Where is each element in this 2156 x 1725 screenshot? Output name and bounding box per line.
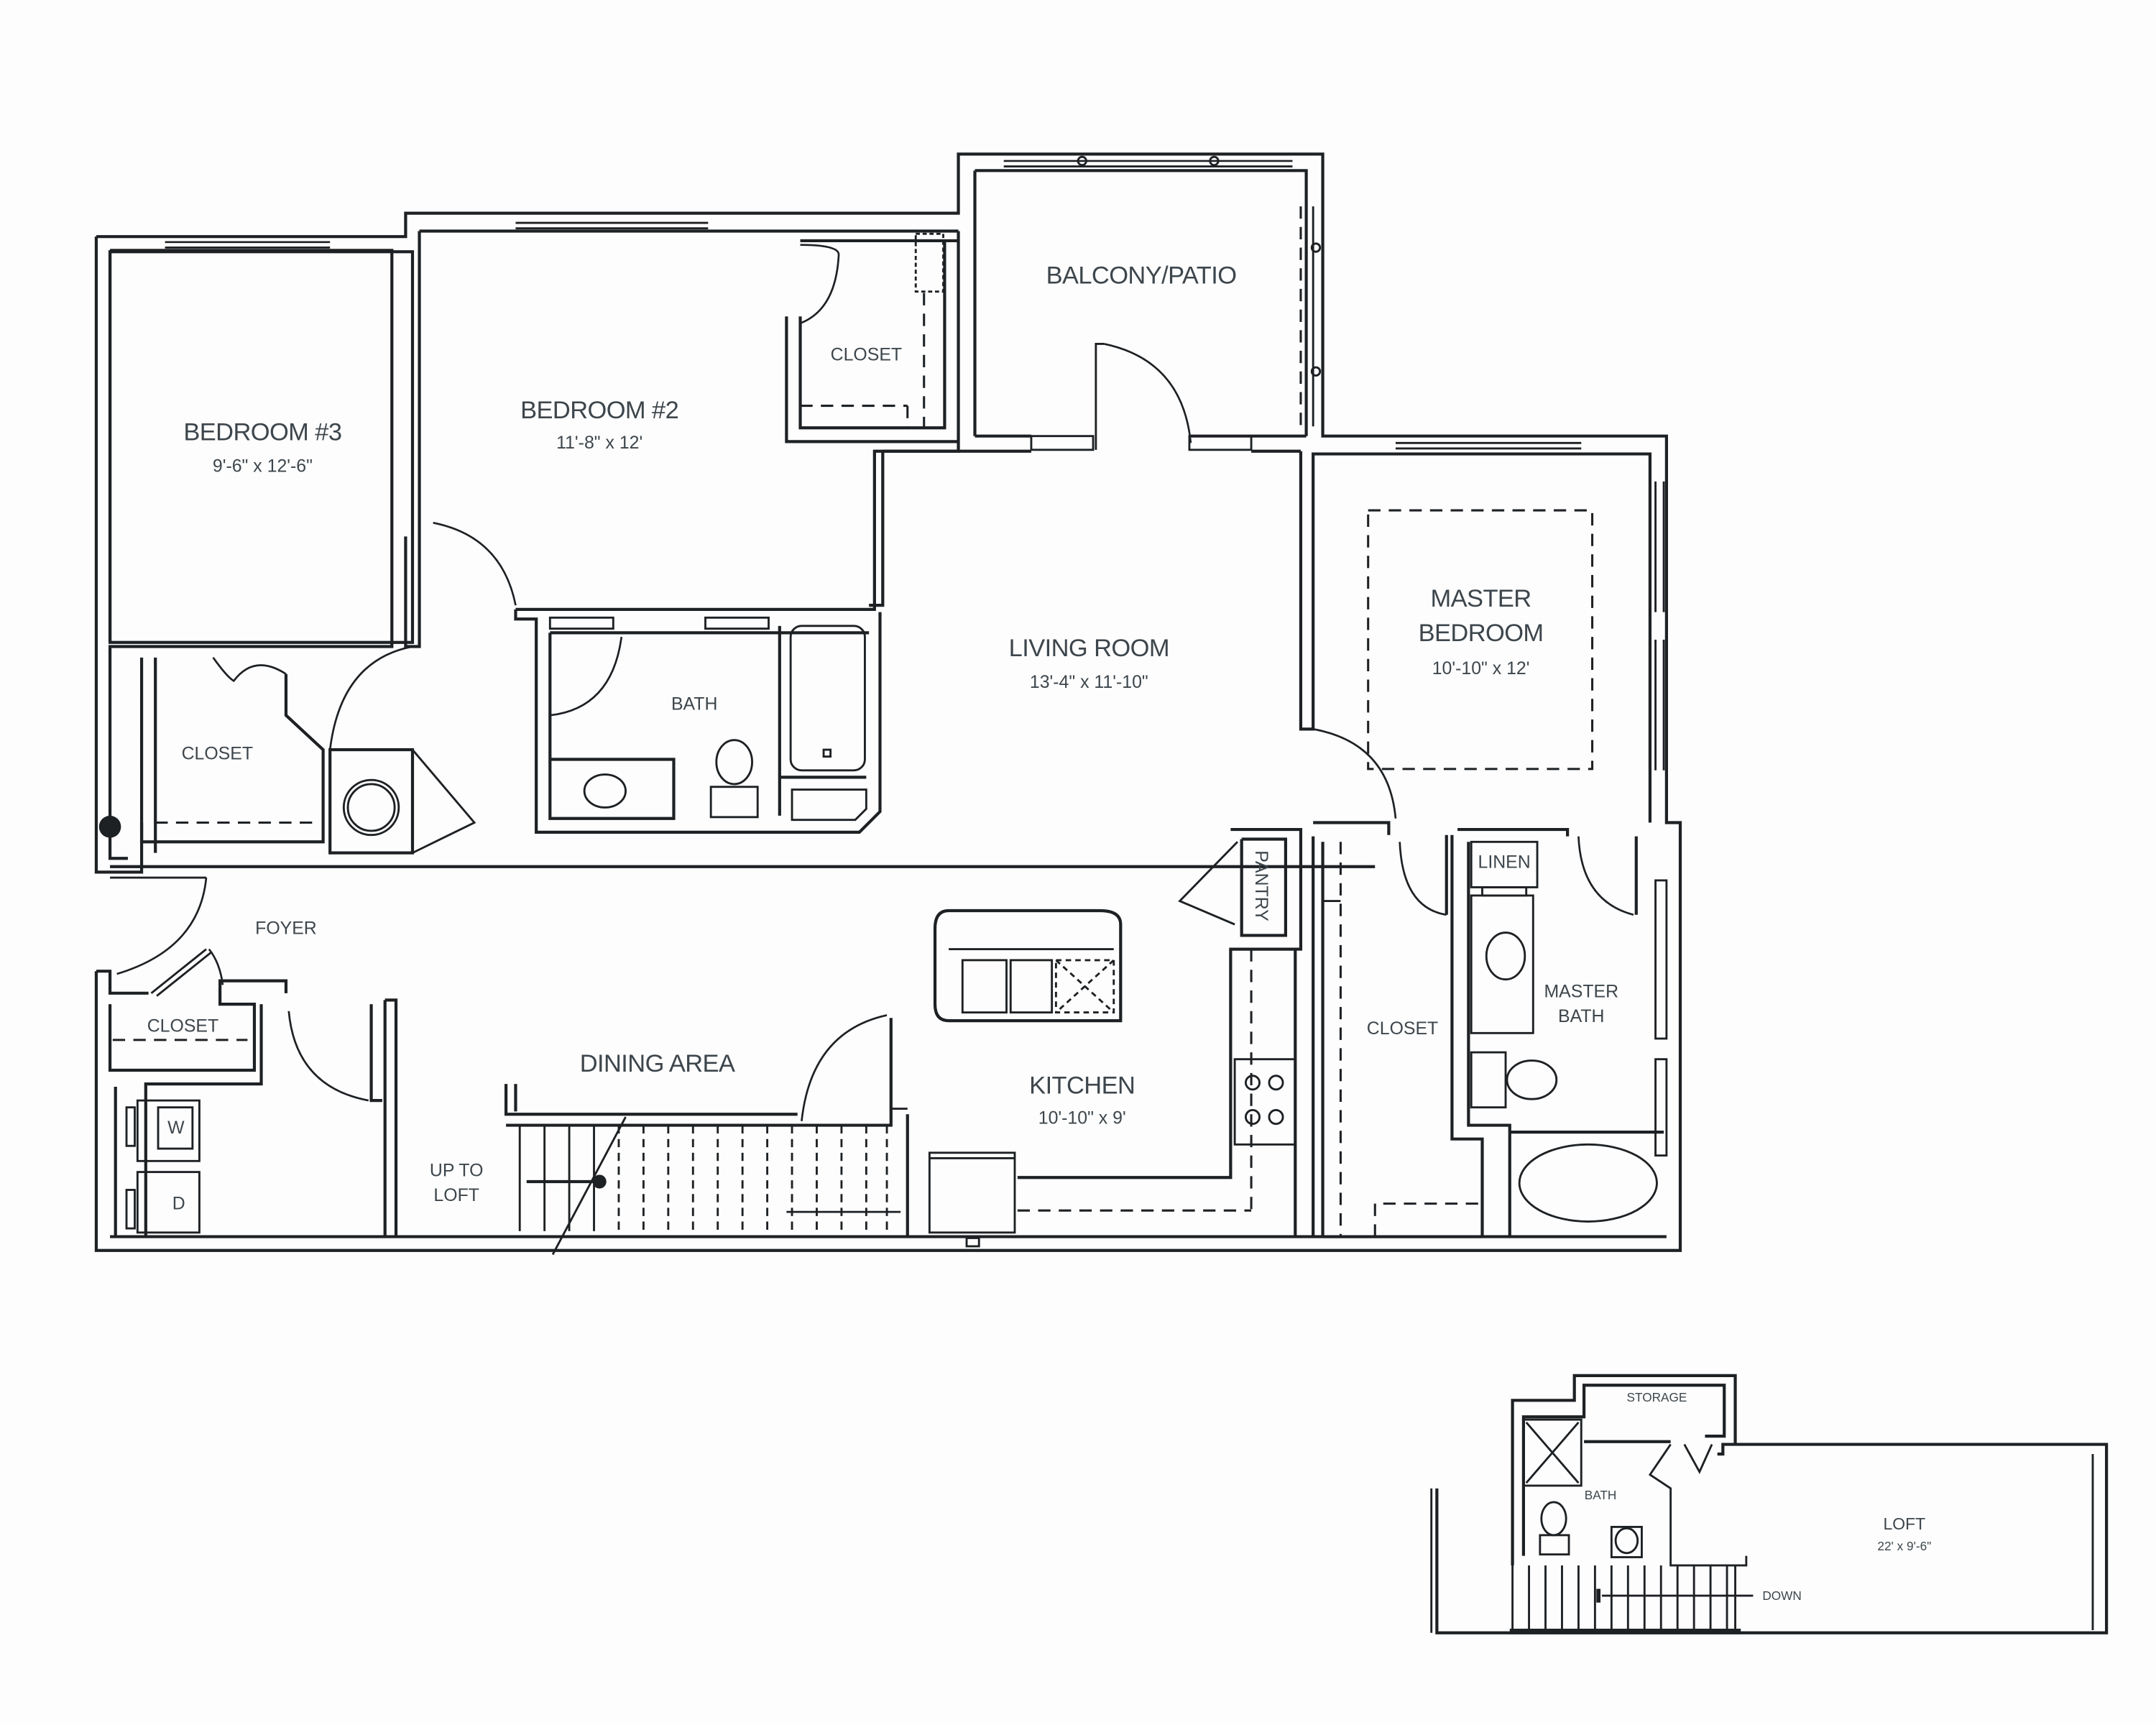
linen-label: LINEN: [1478, 852, 1531, 873]
up-to-loft-label-2: LOFT: [433, 1185, 479, 1205]
living-room-size: 13'-4" x 11'-10": [1030, 672, 1148, 692]
laundry: W D: [114, 998, 398, 1237]
stairs-up-to-loft: UP TO LOFT: [430, 1116, 901, 1256]
dining-area-label: DINING AREA: [580, 1050, 735, 1077]
bedroom-3-size: 9'-6" x 12'-6": [213, 456, 313, 476]
bedroom-2-size: 11'-8" x 12': [556, 433, 642, 453]
loft-level-plan: STORAGE BATH LOFT 22' x 9'-6" DOWN: [1430, 1374, 2109, 1634]
dryer-label: D: [172, 1193, 185, 1213]
closet-bedroom-3-label: CLOSET: [182, 743, 253, 763]
closet-bedroom-2-label: CLOSET: [831, 344, 902, 364]
loft-bath-label: BATH: [1585, 1488, 1617, 1502]
room-master-bath: LINEN MASTER BATH: [1457, 827, 1668, 1237]
room-master-bedroom: MASTER BEDROOM 10'-10" x 12': [1312, 481, 1665, 819]
bedroom-2-label: BEDROOM #2: [520, 397, 678, 424]
room-pantry: PANTRY: [1178, 827, 1303, 951]
room-balcony-patio: BALCONY/PATIO: [975, 155, 1322, 451]
washer-label: W: [167, 1118, 185, 1138]
pantry-label: PANTRY: [1251, 850, 1271, 921]
room-closet-master: CLOSET: [1312, 821, 1484, 1238]
master-bath-label-2: BATH: [1558, 1006, 1604, 1026]
room-bedroom-3: BEDROOM #3 9'-6" x 12'-6": [108, 241, 415, 644]
room-bath: BATH: [514, 609, 882, 834]
kitchen-label: KITCHEN: [1029, 1072, 1135, 1100]
loft-label: LOFT: [1884, 1514, 1926, 1533]
master-bedroom-label-2: BEDROOM: [1419, 620, 1544, 647]
foyer-label: FOYER: [255, 919, 317, 939]
room-dining-area: DINING AREA: [504, 1014, 909, 1237]
storage-label: STORAGE: [1627, 1390, 1687, 1404]
closet-master-label: CLOSET: [1367, 1018, 1438, 1039]
master-bedroom-label-1: MASTER: [1431, 585, 1531, 612]
living-room-label: LIVING ROOM: [1009, 635, 1169, 662]
bedroom-3-label: BEDROOM #3: [183, 418, 341, 446]
exterior-walls: [94, 152, 1682, 1252]
stair-down-arrow-icon: [1596, 1588, 1601, 1603]
up-to-loft-label-1: UP TO: [430, 1160, 484, 1180]
loft-down-label: DOWN: [1762, 1588, 1802, 1603]
master-bedroom-size: 10'-10" x 12': [1432, 658, 1530, 678]
bath-label: BATH: [671, 694, 717, 714]
room-kitchen: KITCHEN 10'-10" x 9': [928, 908, 1297, 1248]
room-closet-bedroom-2: CLOSET: [785, 232, 959, 443]
room-closet-foyer: CLOSET: [96, 948, 288, 1072]
utility-closet: [98, 521, 517, 855]
room-living-room: LIVING ROOM 13'-4" x 11'-10": [869, 441, 1652, 823]
balcony-label: BALCONY/PATIO: [1046, 262, 1237, 289]
room-foyer: FOYER: [110, 865, 1376, 975]
master-bath-label-1: MASTER: [1544, 982, 1618, 1002]
kitchen-size: 10'-10" x 9': [1038, 1108, 1126, 1128]
loft-size: 22' x 9'-6": [1877, 1539, 1931, 1553]
closet-foyer-label: CLOSET: [147, 1016, 218, 1036]
room-bedroom-2: BEDROOM #2 11'-8" x 12': [404, 221, 960, 648]
room-closet-bedroom-3: CLOSET: [139, 657, 325, 853]
meter-icon: [98, 815, 121, 838]
